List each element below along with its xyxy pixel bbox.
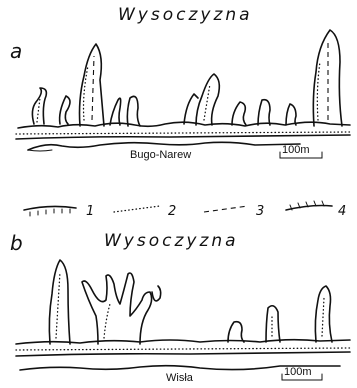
panel-b-terrace-line: [16, 348, 350, 350]
gully-b2: [82, 273, 152, 344]
legend-item-1: 1: [24, 204, 94, 219]
panel-b-river-label: Wisła: [166, 372, 194, 384]
gully-b3: [228, 322, 244, 342]
panel-a: Wysoczyzna a: [10, 5, 350, 161]
panel-b-scale-label: 100m: [284, 366, 312, 378]
gully-a8: [232, 102, 246, 125]
panel-b-scale-bar: 100m: [282, 366, 322, 380]
panel-a-scale-bar: 100m: [280, 144, 322, 158]
gully-a5: [127, 96, 140, 126]
legend-item-2: 2: [114, 204, 176, 219]
panel-a-terrace-line: [16, 132, 350, 134]
panel-a-scale-label: 100m: [282, 144, 310, 156]
gully-a9: [258, 100, 270, 125]
legend-number-4: 4: [338, 204, 346, 219]
gully-b1: [49, 260, 70, 344]
panel-b-upper-edge: [16, 340, 350, 344]
legend: 1 2 3 4: [24, 201, 346, 219]
panel-a-gullies: [32, 30, 342, 126]
gully-b4: [266, 306, 280, 342]
legend-item-4: 4: [286, 201, 346, 219]
gully-b2-branch: [152, 286, 161, 301]
legend-number-3: 3: [256, 204, 264, 219]
panel-a-river-label: Bugo-Narew: [130, 149, 191, 161]
panel-b-label: b: [10, 231, 23, 255]
panel-a-label: a: [10, 39, 22, 63]
panel-b-lower-edge: [16, 352, 350, 356]
panel-b-gullies: [49, 260, 332, 344]
gully-a2: [60, 96, 70, 124]
panel-a-lower-edge: [16, 135, 350, 139]
gully-a1: [32, 88, 46, 124]
gully-a3: [80, 44, 105, 126]
gully-a6: [196, 74, 219, 125]
legend-number-2: 2: [168, 204, 176, 219]
legend-item-3: 3: [204, 204, 264, 219]
gully-a4: [110, 98, 121, 125]
gully-a10: [286, 104, 296, 125]
panel-a-title: Wysoczyzna: [118, 5, 253, 25]
panel-b-title: Wysoczyzna: [104, 231, 239, 251]
legend-number-1: 1: [86, 204, 94, 219]
panel-b: Wysoczyzna b Wisła 100m: [10, 231, 350, 384]
